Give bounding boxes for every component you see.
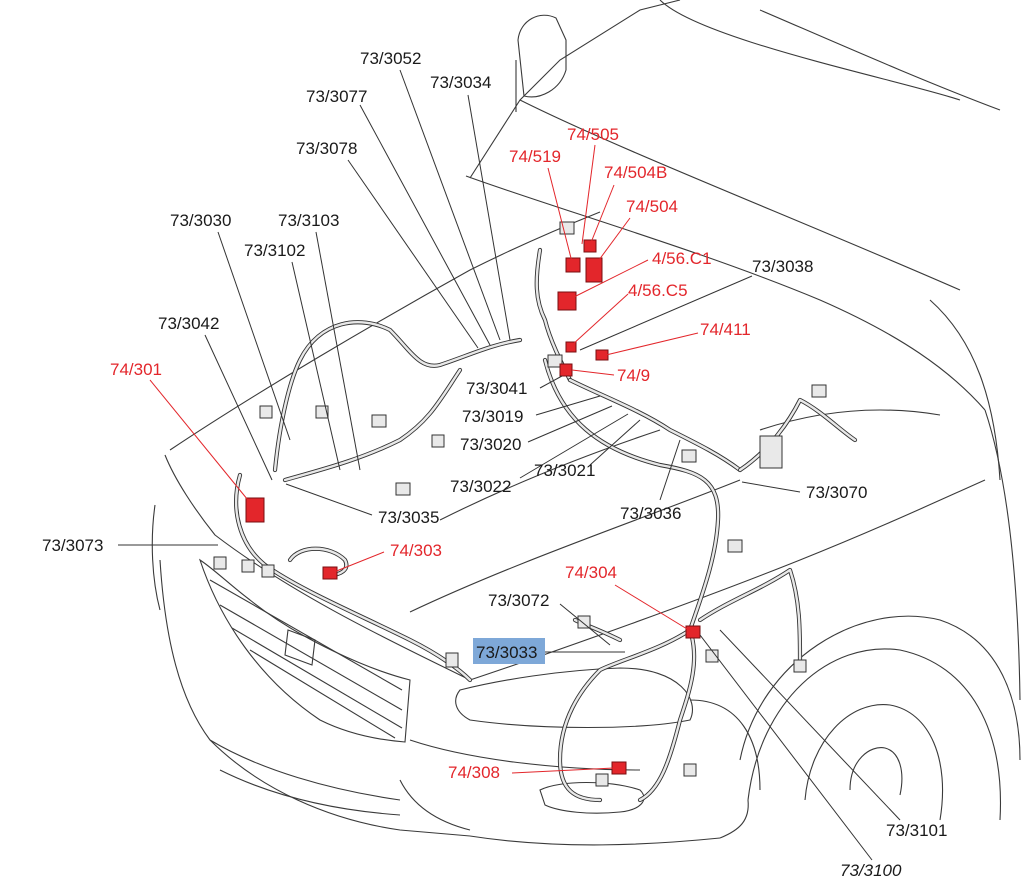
label-74-505: 74/505: [567, 125, 619, 144]
label-73-3070: 73/3070: [806, 483, 867, 502]
label-73-3103: 73/3103: [278, 211, 339, 230]
connectors: [213, 221, 827, 787]
leader-lines: [118, 69, 901, 861]
red-connector: [322, 566, 338, 580]
label-73-3020: 73/3020: [460, 435, 521, 454]
label-73-3100: 73/3100: [840, 861, 902, 880]
connector: [213, 556, 227, 570]
connector: [595, 773, 609, 787]
label-73-3022: 73/3022: [450, 477, 511, 496]
label-73-3101: 73/3101: [886, 821, 947, 840]
label-73-3035: 73/3035: [378, 508, 439, 527]
connector: [371, 414, 387, 428]
label-74-9: 74/9: [617, 366, 650, 385]
label-73-3042: 73/3042: [158, 314, 219, 333]
connector: [395, 482, 411, 496]
label-73-3034: 73/3034: [430, 73, 491, 92]
label-4-56-C5: 4/56.C5: [628, 281, 688, 300]
label-74-519: 74/519: [509, 147, 561, 166]
label-73-3052: 73/3052: [360, 49, 421, 68]
connector: [559, 221, 575, 235]
label-73-3019: 73/3019: [462, 407, 523, 426]
red-connector: [585, 257, 603, 283]
label-73-3038: 73/3038: [752, 257, 813, 276]
label-74-504: 74/504: [626, 197, 678, 216]
connector: [431, 434, 445, 448]
label-73-3041: 73/3041: [466, 379, 527, 398]
connector: [683, 763, 697, 777]
label-73-3021: 73/3021: [534, 461, 595, 480]
label-73-3072: 73/3072: [488, 591, 549, 610]
label-73-3033: 73/3033: [476, 643, 537, 662]
labels: 73/3052 73/3034 73/3077 73/3078 73/3030 …: [42, 49, 947, 880]
highlight-box: [473, 638, 545, 664]
connector: [759, 435, 783, 469]
connector: [241, 559, 255, 573]
label-74-304: 74/304: [565, 563, 617, 582]
label-73-3030: 73/3030: [170, 211, 231, 230]
label-73-3036: 73/3036: [620, 504, 681, 523]
label-74-308: 74/308: [448, 763, 500, 782]
label-74-411: 74/411: [700, 320, 751, 339]
label-73-3078: 73/3078: [296, 139, 357, 158]
red-connector: [565, 257, 581, 273]
connector: [259, 405, 273, 419]
connector: [577, 615, 591, 629]
red-connector: [611, 761, 627, 775]
connector: [793, 659, 807, 673]
connector: [547, 354, 563, 368]
connector: [727, 539, 743, 553]
wiring-harness: [234, 247, 858, 803]
red-connector: [557, 291, 577, 311]
label-73-3077: 73/3077: [306, 87, 367, 106]
label-73-3073: 73/3073: [42, 536, 103, 555]
label-74-303: 74/303: [390, 541, 442, 560]
connector: [681, 449, 697, 463]
red-connector: [565, 341, 577, 353]
car-body-outline: [151, 0, 1021, 846]
label-4-56-C1: 4/56.C1: [652, 249, 712, 268]
connector: [445, 652, 459, 668]
red-connector: [583, 239, 597, 253]
label-74-301: 74/301: [110, 360, 162, 379]
connector: [261, 564, 275, 578]
connector: [315, 405, 329, 419]
red-connector: [245, 497, 265, 523]
label-74-504B: 74/504B: [604, 163, 667, 182]
label-73-3102: 73/3102: [244, 241, 305, 260]
red-connector: [685, 625, 701, 639]
red-connector: [559, 363, 573, 377]
connector: [811, 384, 827, 398]
